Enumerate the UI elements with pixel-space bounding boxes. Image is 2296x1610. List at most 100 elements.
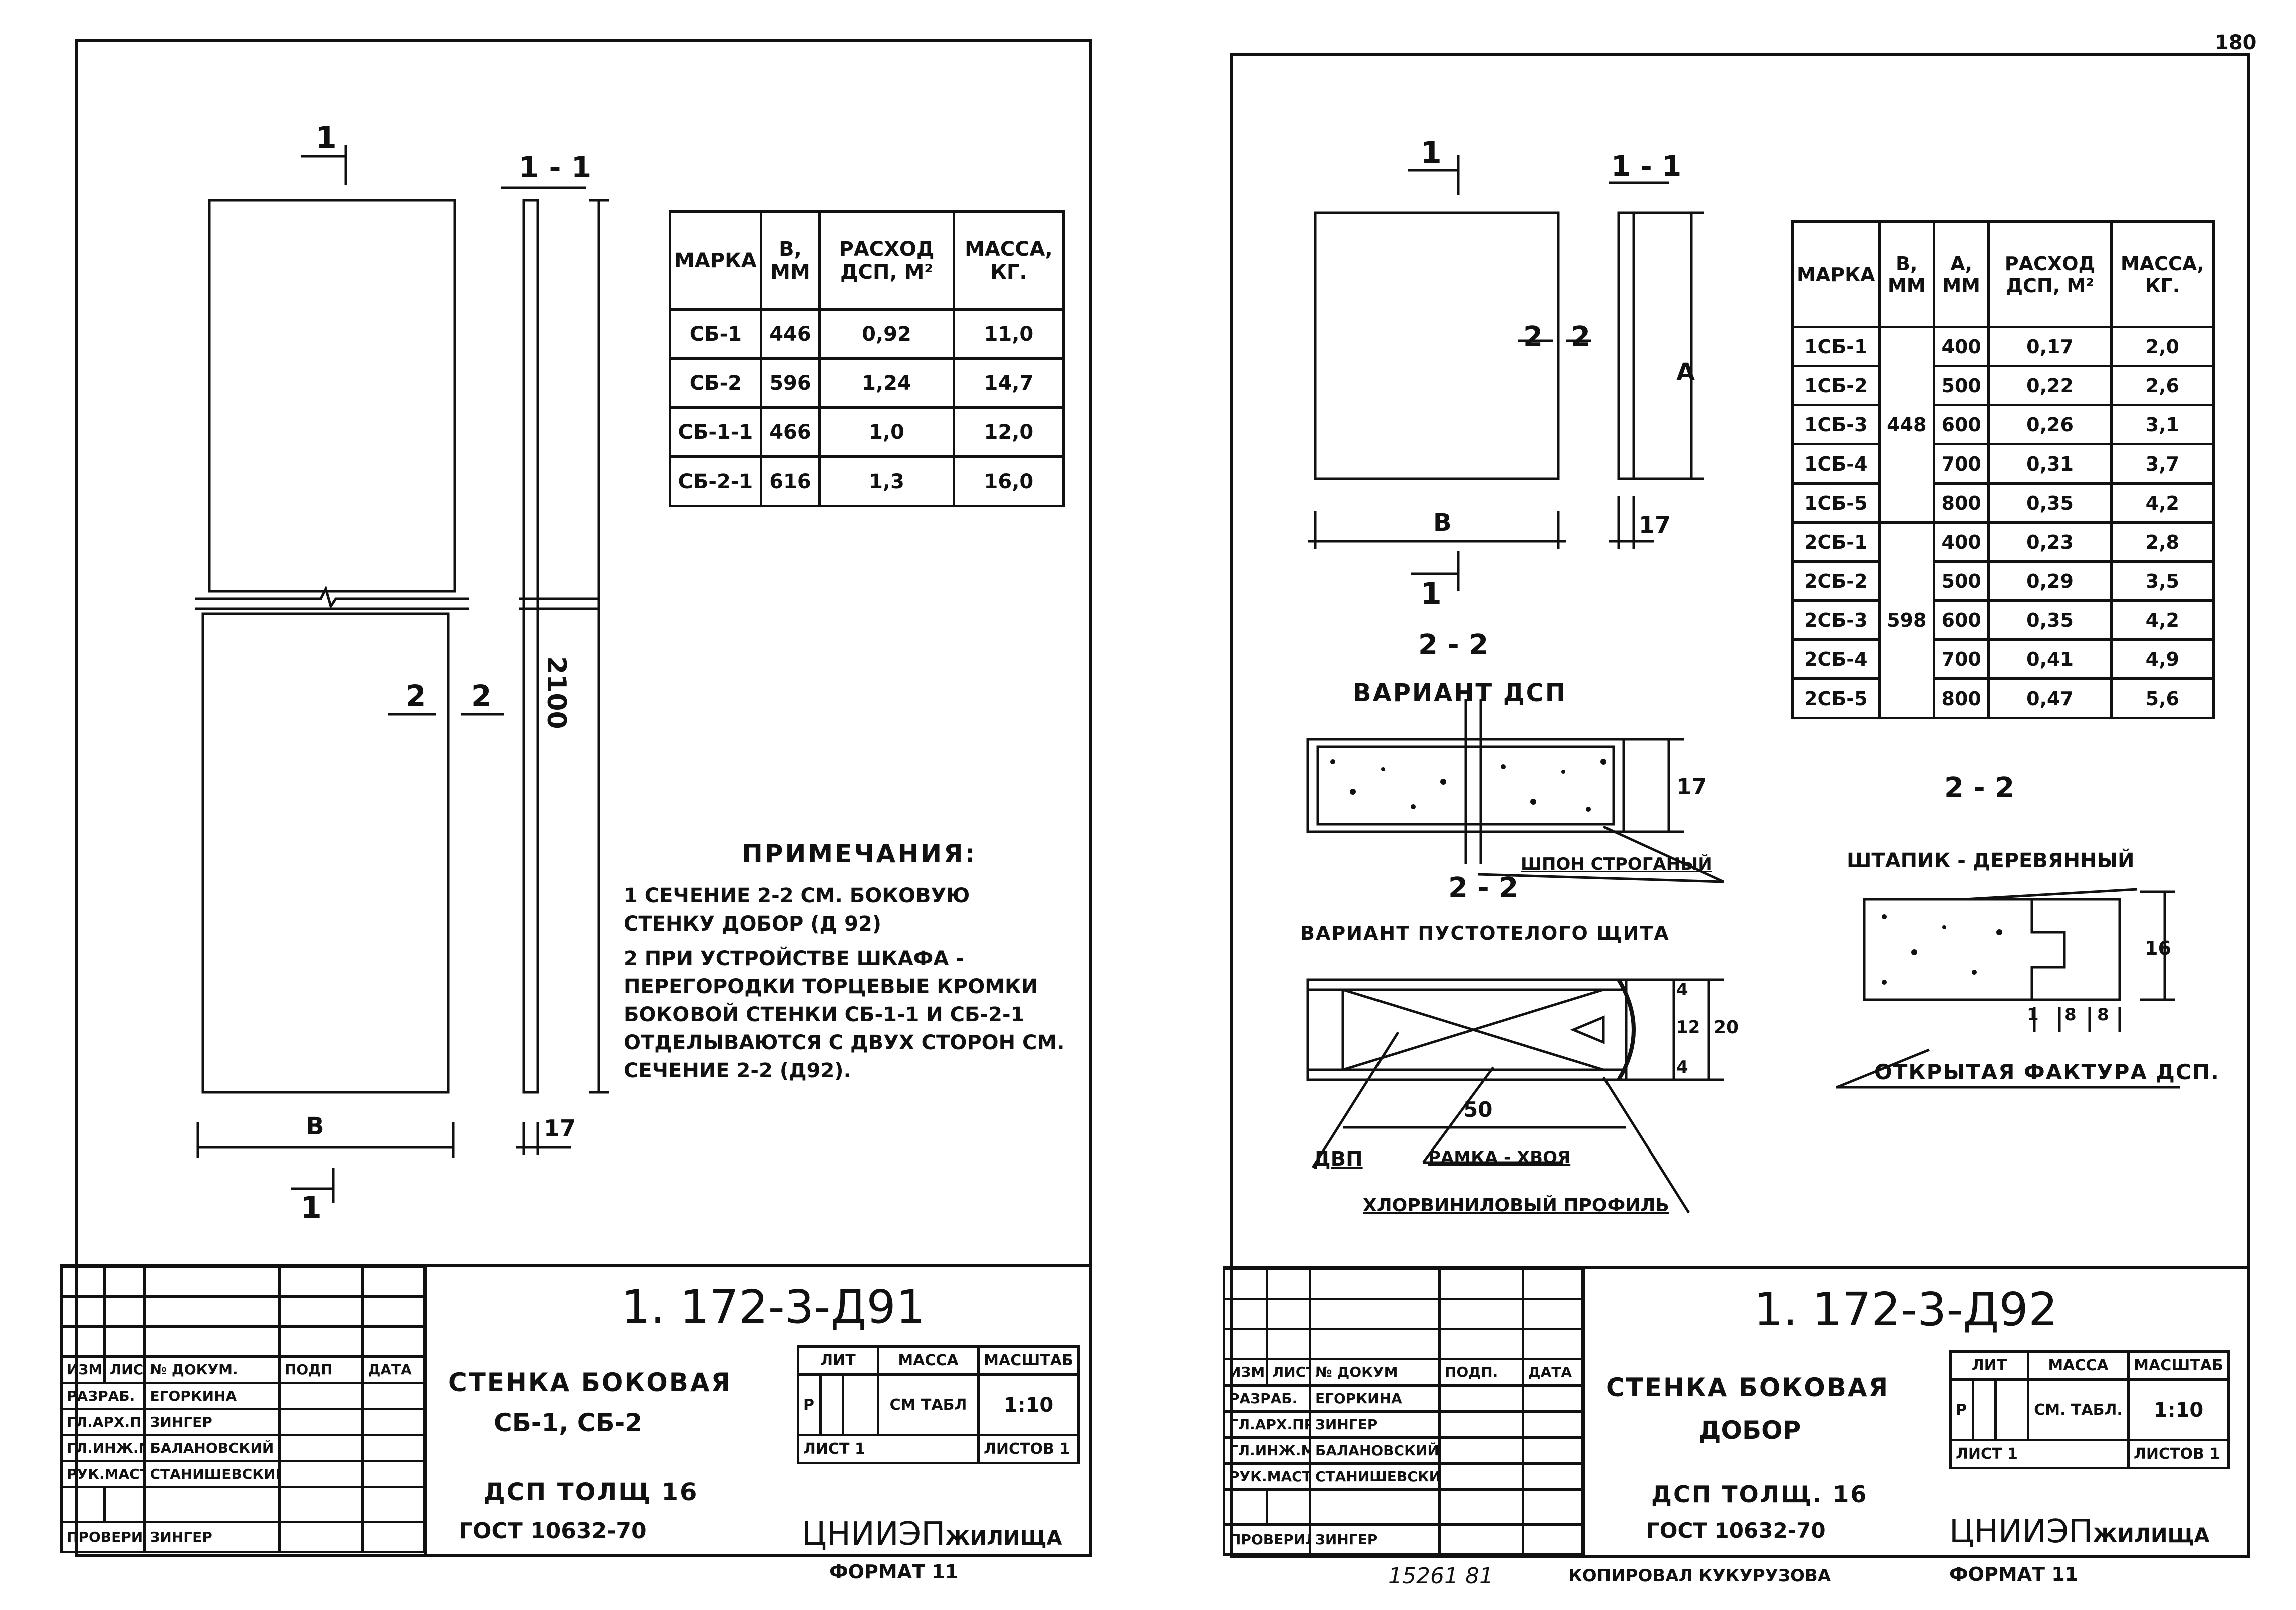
bottom-note-copy: КОПИРОВАЛ КУКУРУЗОВА [1568,1566,1831,1586]
right-revision-table: ИЗМ ЛИСТ № ДОКУМ ПОДП. ДАТА РАЗРАБ.ЕГОРК… [1223,1268,1584,1556]
org-suffix: ЖИЛИЩА [2093,1524,2210,1547]
table-cell: 2СБ-2 [1791,560,1881,602]
right-table-header-a: А, ММ [1932,220,1990,328]
table-cell: 3,7 [2110,443,2215,485]
table-cell: 2СБ-3 [1791,599,1881,641]
left-title-line1: СТЕНКА БОКОВАЯ [448,1368,732,1397]
table-cell: 14,7 [952,357,1065,409]
right-cut-mark-bottom: 1 [1421,576,1442,611]
staff-name: ЕГОРКИНА [1308,1384,1441,1413]
table-cell: 0,23 [1987,521,2113,563]
left-panel-lower [201,612,450,1094]
table-cell: 16,0 [952,455,1065,507]
table-cell: СБ-2 [669,357,762,409]
hollow-dim-total: 20 [1714,1017,1739,1038]
left-dim-width: В [306,1112,324,1140]
bead-dim-1: 1 [2027,1005,2039,1025]
table-cell: 0,92 [818,308,955,360]
dim-17-dsp: 17 [1676,774,1707,800]
sheets-label: ЛИСТОВ 1 [2127,1439,2230,1469]
col-header-doc: № ДОКУМ. [143,1355,281,1384]
org-suffix: ЖИЛИЩА [945,1527,1062,1550]
table-cell: 1СБ-5 [1791,482,1881,524]
table-cell: 466 [759,406,821,458]
table-row: 2СБ-3 600 0,35 4,2 [1791,599,2215,641]
table-cell: 600 [1932,599,1990,641]
bead-dim-8a: 8 [2064,1005,2077,1025]
left-section-label: 1 - 1 [519,150,592,184]
left-note-2: 2 ПРИ УСТРОЙСТВЕ ШКАФА - ПЕРЕГОРОДКИ ТОР… [624,947,1065,1082]
table-row: СБ-1 446 0,92 11,0 [669,308,1065,360]
table-row: 2СБ-2 500 0,29 3,5 [1791,560,2215,602]
mass-value: СМ. ТАБЛ. [2027,1378,2130,1441]
table-row: 2СБ-5 800 0,47 5,6 [1791,677,2215,719]
table-cell: 2,6 [2110,365,2215,406]
staff-name: ЗИНГЕР [143,1408,281,1436]
table-row: 1СБ-1 448 400 0,17 2,0 [1791,326,2215,524]
col-header-list: ЛИСТ [103,1355,146,1384]
right-material-line1: ДСП ТОЛЩ. 16 [1651,1481,1868,1508]
table-cell: 3,1 [2110,404,2215,445]
left-material-line2: ГОСТ 10632-70 [458,1518,647,1544]
staff-role: ГЛ.АРХ.ПР. [1223,1410,1311,1439]
right-org: ЦНИИЭПЖИЛИЩА [1949,1513,2210,1550]
table-cell: СБ-1-1 [669,406,762,458]
mass-label: МАССА [877,1345,980,1376]
table-cell: 596 [759,357,821,409]
right-title-line1: СТЕНКА БОКОВАЯ [1606,1373,1890,1402]
right-table-header-mark: МАРКА [1791,220,1881,328]
table-cell: 0,22 [1987,365,2113,406]
bead-dim-16: 16 [2145,937,2171,959]
table-cell: 4,9 [2110,638,2215,680]
right-meta-table: ЛИТ МАССА МАСШТАБ Р СМ. ТАБЛ. 1:10 ЛИСТ … [1949,1350,2230,1469]
table-cell: 446 [759,308,821,360]
staff-role: ГЛ.ИНЖ.МАСТ. [60,1434,146,1462]
lit-label: ЛИТ [797,1345,879,1376]
table-cell: 0,35 [1987,482,2113,524]
sec22b-label: 2 - 2 [1448,872,1519,904]
table-cell: 3,5 [2110,560,2215,602]
left-section22-mark-b: 2 [471,679,492,713]
table-row: 1СБ-5 800 0,35 4,2 [1791,482,2215,524]
staff-name: БАЛАНОВСКИЙ [1308,1436,1441,1465]
right-cut-mark-top: 1 [1421,135,1442,170]
scale-value: 1:10 [977,1373,1080,1436]
right-title-line2: ДОБОР [1699,1416,1801,1445]
right-section-label: 1 - 1 [1611,150,1682,183]
table-cell: 2,8 [2110,521,2215,563]
table-row: СБ-2 596 1,24 14,7 [669,357,1065,409]
staff-name: БАЛАНОВСКИЙ [143,1434,281,1462]
mass-label: МАССА [2027,1350,2130,1381]
table-row: 2СБ-4 700 0,41 4,9 [1791,638,2215,680]
table-cell: СБ-1 [669,308,762,360]
variant-dsp: ВАРИАНТ ДСП [1353,679,1567,707]
staff-name: ЗИНГЕР [1308,1410,1441,1439]
org-name: ЦНИИЭП [1949,1513,2093,1550]
table-cell: 700 [1932,443,1990,485]
left-table-header-b: В, ММ [759,210,821,311]
right-table-header-b: В, ММ [1878,220,1935,328]
staff-name: ЗИНГЕР [1308,1523,1441,1556]
table-cell: 0,31 [1987,443,2113,485]
col-header-izm: ИЗМ [60,1355,106,1384]
right-drawing-code: 1. 172-3-Д92 [1754,1283,2058,1336]
col-header-sign: ПОДП [278,1355,364,1384]
table-cell: 1,24 [818,357,955,409]
table-row: СБ-2-1 616 1,3 16,0 [669,455,1065,507]
hollow-dim-bottom: 4 [1676,1057,1688,1077]
staff-name: СТАНИШЕВСКИЙ [143,1460,281,1488]
staff-role: ПРОВЕРИЛ [60,1521,146,1553]
sheet-label: ЛИСТ 1 [797,1434,980,1464]
left-meta-table: ЛИТ МАССА МАСШТАБ Р СМ ТАБЛ 1:10 ЛИСТ 1 … [797,1345,1080,1464]
table-cell: 1СБ-4 [1791,443,1881,485]
table-cell-b: 448 [1878,326,1935,524]
table-cell: 500 [1932,365,1990,406]
table-cell: 4,2 [2110,599,2215,641]
right-dim-height: А [1676,358,1695,386]
bottom-note-number: 15261 81 [1388,1563,1493,1589]
sec22c-label: 2 - 2 [1944,772,2015,804]
right-spec-table: МАРКА В, ММ А, ММ РАСХОД ДСП, М² МАССА, … [1791,220,2215,719]
left-dim-thickness: 17 [544,1115,576,1142]
